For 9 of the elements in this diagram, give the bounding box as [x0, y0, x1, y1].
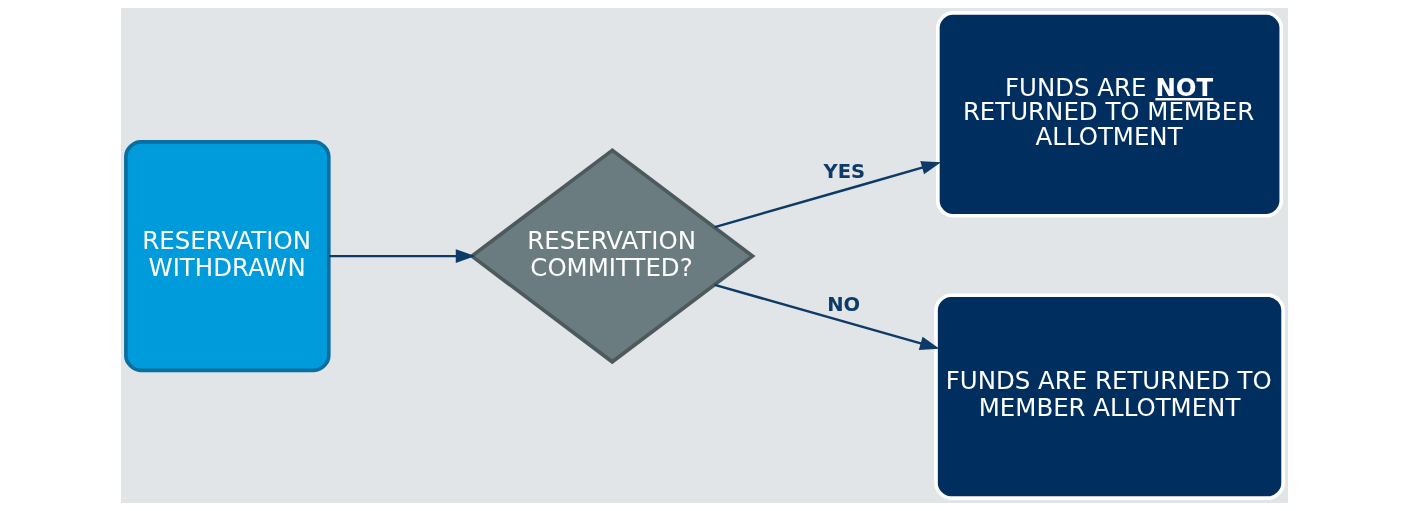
node-box: RESERVATION WITHDRAWN — [123, 140, 331, 373]
edge-label: YES — [823, 159, 865, 183]
edge-label: NO — [826, 292, 860, 316]
arrow — [713, 283, 940, 350]
arrow — [328, 249, 475, 263]
arrow — [713, 161, 941, 229]
node-box: FUNDS ARE RETURNED TO MEMBER ALLOTMENT — [933, 293, 1285, 500]
node-diamond: RESERVATION COMMITTED? — [468, 148, 756, 365]
node-box: FUNDS ARE NOT RETURNED TO MEMBER ALLOTMENT — [935, 11, 1283, 218]
